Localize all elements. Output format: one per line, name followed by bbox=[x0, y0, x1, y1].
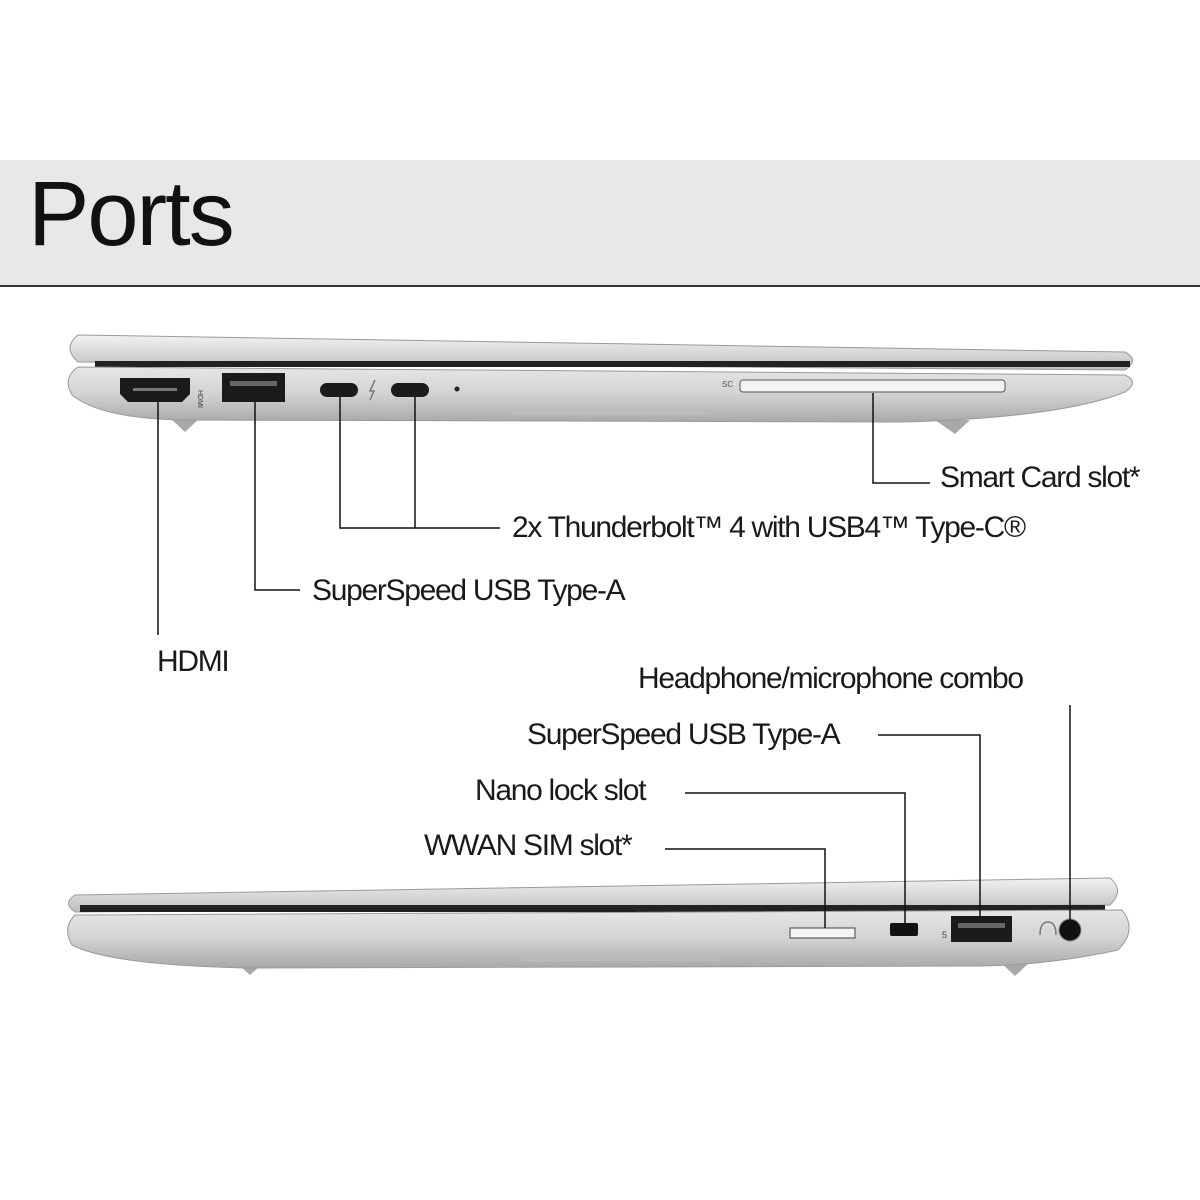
thunderbolt-icon bbox=[368, 379, 376, 401]
usb-a-right-label: SuperSpeed USB Type-A bbox=[527, 718, 841, 751]
nano-lock-label: Nano lock slot bbox=[475, 774, 647, 807]
leader-lines-top bbox=[157, 393, 930, 635]
hdmi-label: HDMI bbox=[157, 645, 230, 678]
foot bbox=[935, 420, 970, 434]
svg-text:SC: SC bbox=[722, 380, 733, 389]
svg-text:5: 5 bbox=[942, 930, 947, 940]
header-band bbox=[0, 160, 1200, 287]
sim-slot bbox=[789, 927, 856, 939]
wwan-sim-label: WWAN SIM slot* bbox=[424, 829, 633, 862]
headphone-icon bbox=[1039, 921, 1057, 936]
usb-a-port bbox=[951, 916, 1012, 942]
audio-jack bbox=[1058, 918, 1082, 942]
usb-c-port bbox=[391, 383, 429, 397]
smart-card-slot bbox=[739, 379, 1006, 393]
nano-lock-slot bbox=[890, 923, 918, 936]
headphone-label: Headphone/microphone combo bbox=[638, 662, 1024, 695]
smart-card-label: Smart Card slot* bbox=[940, 461, 1141, 494]
laptop-right-side: 5 bbox=[67, 877, 1130, 976]
thunderbolt-label: 2x Thunderbolt™ 4 with USB4™ Type-C® bbox=[512, 511, 1026, 544]
foot bbox=[170, 418, 200, 432]
usb-a-port bbox=[222, 373, 285, 402]
laptop-left-side: HDMI SC bbox=[67, 334, 1133, 434]
leader-lines-bottom bbox=[665, 705, 1071, 928]
usb-c-port bbox=[320, 383, 358, 397]
usb-a-left-label: SuperSpeed USB Type-A bbox=[312, 574, 626, 607]
page-title: Ports bbox=[28, 163, 235, 265]
svg-text:HDMI: HDMI bbox=[196, 390, 203, 408]
